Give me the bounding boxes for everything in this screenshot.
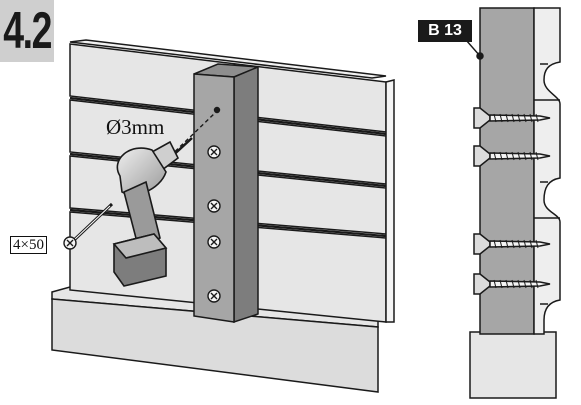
screw-icon bbox=[63, 202, 114, 250]
drill-icon bbox=[112, 137, 193, 287]
screw-head bbox=[207, 289, 221, 303]
screw-head bbox=[207, 145, 221, 159]
cross-section-detail bbox=[465, 7, 561, 399]
detail-callout-badge: B 13 bbox=[418, 20, 472, 42]
step-number-badge: 4.2 bbox=[0, 0, 54, 62]
screw-head bbox=[207, 199, 221, 213]
section-screw bbox=[473, 145, 551, 167]
section-screw bbox=[473, 107, 551, 129]
screw-size-label: 4×50 bbox=[10, 236, 47, 254]
section-screw bbox=[473, 233, 551, 255]
step-number: 4.2 bbox=[3, 2, 52, 60]
section-screw bbox=[473, 273, 551, 295]
drill-diameter-label: Ø3mm bbox=[104, 115, 167, 139]
screw-head bbox=[207, 235, 221, 249]
screw-heads bbox=[207, 106, 221, 303]
vertical-batten bbox=[193, 63, 259, 324]
pilot-hole bbox=[213, 106, 221, 114]
drill-path bbox=[159, 111, 217, 167]
